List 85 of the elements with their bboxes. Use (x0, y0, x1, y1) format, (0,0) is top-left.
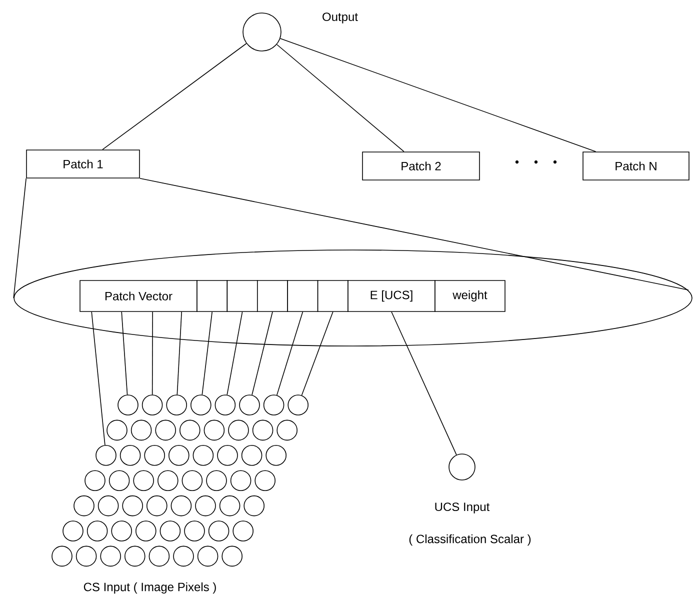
pixel-circle (254, 470, 276, 491)
pixel-circle (168, 445, 190, 466)
pixel-circle (252, 420, 274, 441)
pixel-circle (160, 520, 181, 542)
node-label: ( Classification Scalar ) (409, 534, 531, 546)
pixel-circle (184, 520, 205, 542)
pixel-circle (62, 520, 84, 542)
pixel-circle (170, 495, 192, 516)
connector-line (13, 178, 26, 298)
pixel-circle (276, 420, 298, 441)
pixel-circle (288, 394, 308, 416)
pixel-circle (96, 445, 116, 466)
pixel-circle (244, 495, 264, 516)
connector-line (280, 38, 596, 152)
pixel-circle (74, 495, 94, 516)
pixel-circle (148, 546, 170, 567)
pixel-circle (208, 520, 230, 542)
pixel-circle (241, 445, 262, 466)
pixel-circle (136, 520, 156, 542)
pixel-circle (106, 420, 128, 441)
connector-line (176, 312, 182, 395)
pixel-circle (146, 495, 168, 516)
pixel-circle (122, 495, 143, 516)
vector-cell (287, 280, 318, 312)
pixel-circle (219, 495, 240, 516)
pixel-circle (100, 546, 121, 567)
pixel-circle (214, 394, 236, 416)
connector-line (301, 312, 334, 396)
vector-cell (196, 280, 228, 312)
pixel-circle (232, 520, 254, 542)
pixel-circle (204, 420, 225, 441)
patch-box: Patch 1 (26, 150, 140, 178)
node-label: Output (322, 12, 358, 24)
connector-line (140, 178, 689, 290)
pixel-circle (166, 394, 187, 416)
pixel-circle (217, 445, 238, 466)
caption: CS Input ( Image Pixels ) (84, 582, 216, 594)
pixel-circle (120, 445, 141, 466)
vector-cell (257, 280, 288, 312)
pixel-circle (228, 420, 249, 441)
connector-line (226, 312, 243, 396)
pixel-circle (86, 520, 108, 542)
pixel-circle (173, 546, 194, 567)
pixel-circle (84, 470, 106, 491)
vector-cell (226, 280, 258, 312)
pixel-circle (222, 546, 242, 567)
pixel-circle (98, 495, 119, 516)
pixel-circle (190, 394, 212, 416)
pixel-circle (111, 520, 132, 542)
connector-line (391, 312, 457, 456)
ellipse (14, 250, 692, 346)
patch-box: Patch N (582, 152, 690, 180)
pixel-circle (52, 546, 72, 567)
connector-line (276, 312, 304, 396)
connector-line (252, 312, 273, 396)
pixel-circle (142, 394, 163, 416)
connector-line (152, 312, 153, 395)
pixel-circle (124, 546, 146, 567)
pixel-circle (195, 495, 216, 516)
node-label: UCS Input (435, 502, 490, 514)
pixel-circle (197, 546, 218, 567)
pixel-circle (118, 394, 138, 416)
vector-cell (317, 280, 348, 312)
connector-line (202, 312, 212, 396)
pixel-circle (263, 394, 284, 416)
connector-line (276, 44, 404, 152)
pixel-circle (144, 445, 165, 466)
pixel-circle (76, 546, 97, 567)
pixel-circle (133, 470, 154, 491)
connector-line (121, 312, 128, 396)
pixel-circle (266, 445, 286, 466)
pixel-circle (108, 470, 130, 491)
pixel-circle (182, 470, 203, 491)
vector-cell: weight (434, 280, 506, 312)
pixel-circle (158, 470, 178, 491)
pixel-circle (192, 445, 214, 466)
connector-line (102, 43, 247, 150)
pixel-circle (206, 470, 227, 491)
connector-line (91, 312, 106, 446)
pixel-circle (155, 420, 176, 441)
patch-box: Patch 2 (362, 152, 480, 180)
pixel-circle (180, 420, 200, 441)
pixel-circle (230, 470, 252, 491)
pixel-circle (130, 420, 152, 441)
pixel-circle (239, 394, 260, 416)
